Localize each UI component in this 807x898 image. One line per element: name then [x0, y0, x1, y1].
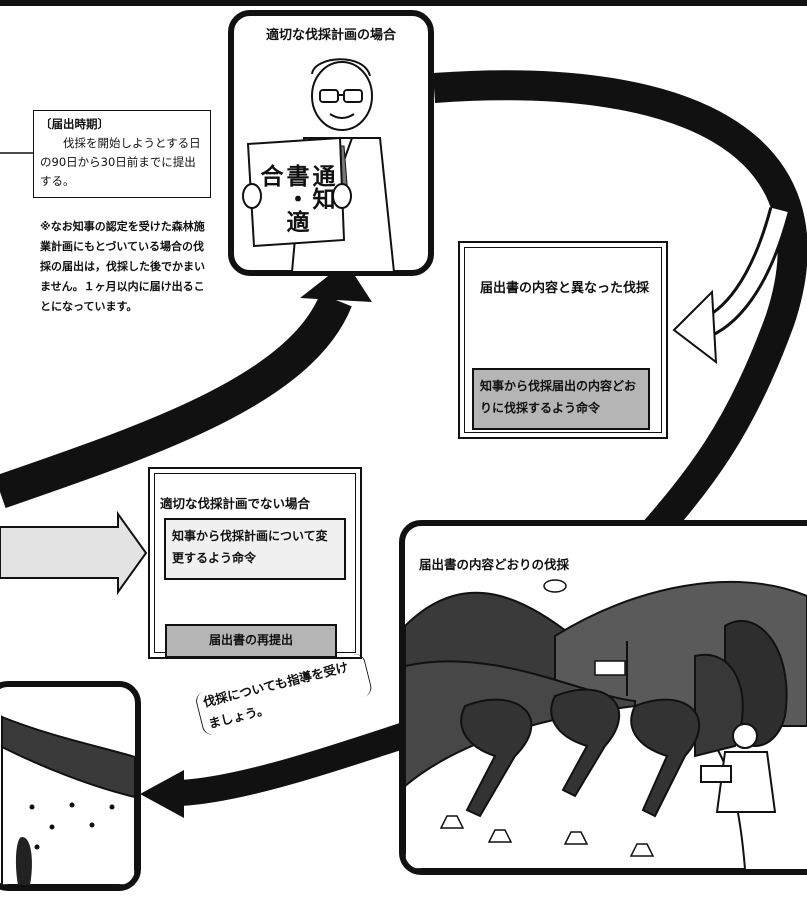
arrow-to-appropriate — [0, 293, 352, 509]
forest-harvest-illustration — [405, 579, 807, 869]
regrowth-illustration — [1, 715, 135, 885]
harvest-title: 届出書の内容どおりの伐採 — [419, 557, 570, 572]
arrow-to-result-head — [140, 770, 184, 818]
arrow-to-result — [179, 717, 425, 806]
appropriate-plan-panel: 適切な伐採計画の場合 通知書・適合 — [228, 10, 434, 276]
result-panel — [0, 681, 141, 891]
different-harvest-title: 届出書の内容と異なった伐採 — [480, 281, 650, 296]
arrow-to-harvest — [432, 70, 807, 558]
arrow-to-inappropriate — [0, 510, 148, 596]
timing-title: 〔届出時期〕 — [40, 117, 109, 131]
timing-text: 伐採を開始しようとする日の90日から30日前までに提出する。 — [40, 136, 201, 188]
note-text: ※なお知事の認定を受けた森林施業計画にもとづいている場合の伐採の届出は，伐採した… — [40, 220, 205, 313]
top-border-bar — [0, 0, 807, 6]
arrow-to-different-head — [672, 289, 718, 365]
harvest-panel: 届出書の内容どおりの伐採 — [399, 520, 807, 875]
inappropriate-plan-title: 適切な伐採計画でない場合 — [160, 496, 311, 511]
resubmit-box: 届出書の再提出 — [165, 624, 337, 658]
different-harvest-order: 知事から伐採届出の内容どおりに伐採するよう命令 — [472, 368, 650, 430]
notice-sign-text: 通知書・適合 — [256, 164, 334, 233]
timing-box: 〔届出時期〕 伐採を開始しようとする日の90日から30日前までに提出する。 — [33, 110, 211, 198]
arrow-to-appropriate-head — [300, 262, 372, 302]
official-illustration — [242, 58, 396, 272]
notice-document — [246, 136, 346, 248]
appropriate-plan-title: 適切な伐採計画の場合 — [265, 28, 396, 43]
inappropriate-plan-order: 知事から伐採計画について変更するよう命令 — [164, 518, 346, 580]
